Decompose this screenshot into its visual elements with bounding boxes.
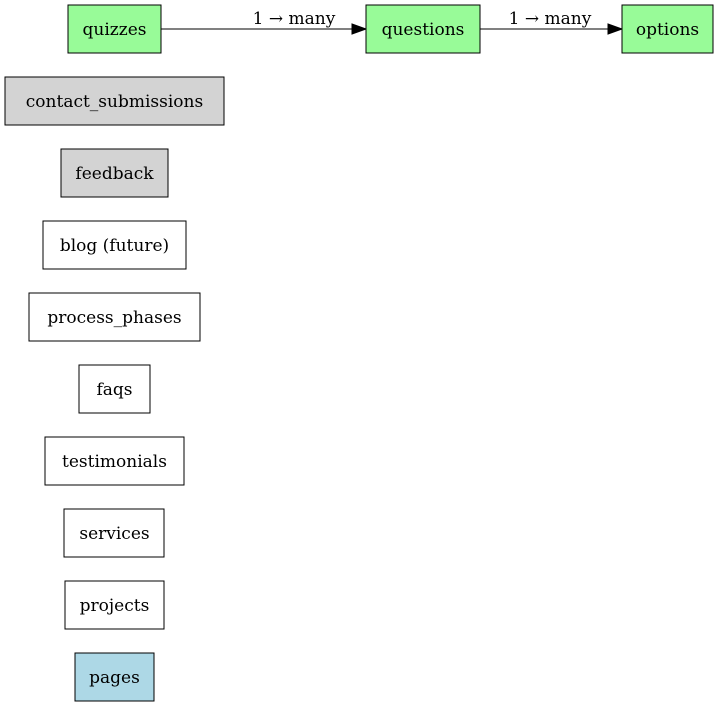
node-pages[interactable]: pages xyxy=(74,652,155,702)
node-questions[interactable]: questions xyxy=(365,4,481,54)
node-box xyxy=(60,148,169,198)
node-box xyxy=(28,292,201,342)
node-blog[interactable]: blog (future) xyxy=(42,220,187,270)
arrowhead-icon xyxy=(607,23,624,35)
node-label: blog (future) xyxy=(60,236,169,256)
node-label: questions xyxy=(382,20,465,40)
node-box xyxy=(42,220,187,270)
node-label: testimonials xyxy=(62,452,167,472)
edge-label: 1 → many xyxy=(509,9,592,29)
node-label: options xyxy=(636,20,699,40)
node-box xyxy=(74,652,155,702)
node-label: process_phases xyxy=(47,308,181,328)
node-contact-submissions[interactable]: contact_submissions xyxy=(4,76,225,126)
node-label: quizzes xyxy=(83,20,147,40)
node-box xyxy=(4,76,225,126)
node-box xyxy=(64,580,165,630)
node-label: pages xyxy=(89,668,140,688)
node-label: services xyxy=(79,524,149,544)
node-box xyxy=(63,508,165,558)
node-box xyxy=(365,4,481,54)
node-label: faqs xyxy=(96,380,132,400)
edge-label: 1 → many xyxy=(253,9,336,29)
edge-quizzes-to-questions: 1 → many xyxy=(161,9,368,35)
node-label: projects xyxy=(80,596,150,616)
edge-questions-to-options: 1 → many xyxy=(480,9,624,35)
node-services[interactable]: services xyxy=(63,508,165,558)
arrowhead-icon xyxy=(351,23,368,35)
node-box xyxy=(621,4,714,54)
node-process-phases[interactable]: process_phases xyxy=(28,292,201,342)
node-box xyxy=(78,364,151,414)
node-box xyxy=(44,436,185,486)
node-feedback[interactable]: feedback xyxy=(60,148,169,198)
node-box xyxy=(67,4,162,54)
node-label: feedback xyxy=(75,164,154,184)
node-projects[interactable]: projects xyxy=(64,580,165,630)
node-testimonials[interactable]: testimonials xyxy=(44,436,185,486)
node-options[interactable]: options xyxy=(621,4,714,54)
node-quizzes[interactable]: quizzes xyxy=(67,4,162,54)
node-label: contact_submissions xyxy=(26,92,203,112)
node-faqs[interactable]: faqs xyxy=(78,364,151,414)
